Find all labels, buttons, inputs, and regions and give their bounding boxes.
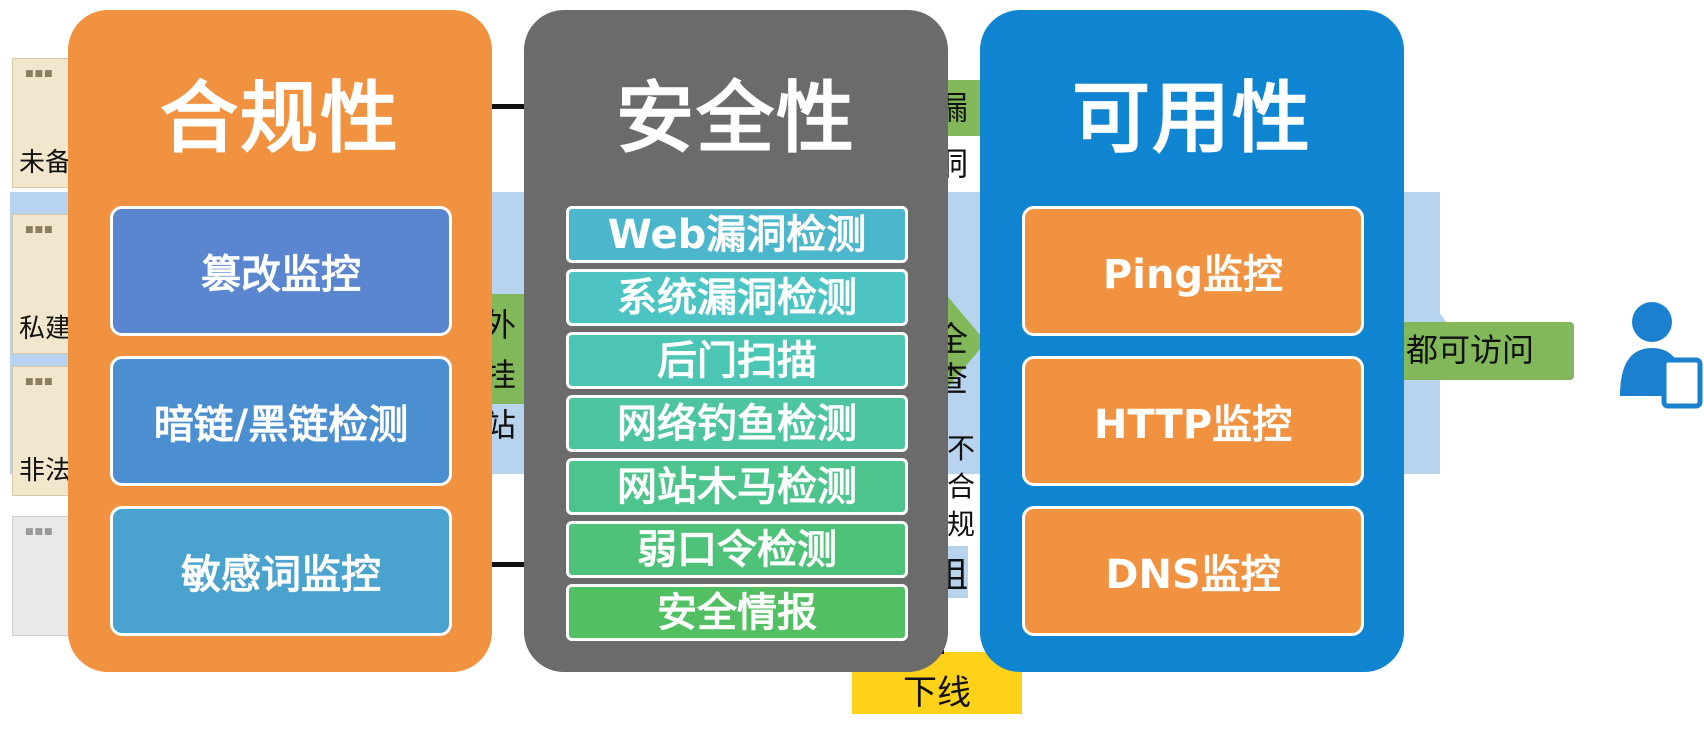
ping-monitor-box: Ping监控 (1022, 206, 1364, 336)
label-noncompliant: 不合规 (946, 432, 975, 541)
thumb-label-private: 私建 (19, 314, 72, 344)
thumb-label-unfiled: 未备 (19, 148, 72, 178)
tag-all-accessible: 都可访问 (1388, 322, 1574, 380)
availability-column: 可用性 Ping监控 HTTP监控 DNS监控 (980, 10, 1404, 672)
web-vuln-box: Web漏洞检测 (566, 206, 908, 263)
connector-line-top (470, 104, 530, 109)
security-column: 安全性 Web漏洞检测 系统漏洞检测 后门扫描 网络钓鱼检测 网站木马检测 弱口… (524, 10, 948, 672)
compliance-column: 合规性 篡改监控 暗链/黑链检测 敏感词监控 (68, 10, 492, 672)
user-tablet-icon (1620, 302, 1703, 409)
thumb-label-illegal: 非法 (19, 456, 72, 486)
weak-password-box: 弱口令检测 (566, 521, 908, 578)
threat-intel-box: 安全情报 (566, 584, 908, 641)
compliance-title: 合规性 (159, 74, 400, 164)
trojan-detect-box: 网站木马检测 (566, 458, 908, 515)
availability-title: 可用性 (1071, 74, 1312, 164)
dns-monitor-box: DNS监控 (1022, 506, 1364, 636)
system-vuln-box: 系统漏洞检测 (566, 269, 908, 326)
connector-line-bottom (470, 562, 530, 567)
sensitive-word-box: 敏感词监控 (110, 506, 452, 636)
phishing-detect-box: 网络钓鱼检测 (566, 395, 908, 452)
http-monitor-box: HTTP监控 (1022, 356, 1364, 486)
tamper-monitor-box: 篡改监控 (110, 206, 452, 336)
backdoor-scan-box: 后门扫描 (566, 332, 908, 389)
darklink-detect-box: 暗链/黑链检测 (110, 356, 452, 486)
security-title: 安全性 (615, 74, 856, 164)
